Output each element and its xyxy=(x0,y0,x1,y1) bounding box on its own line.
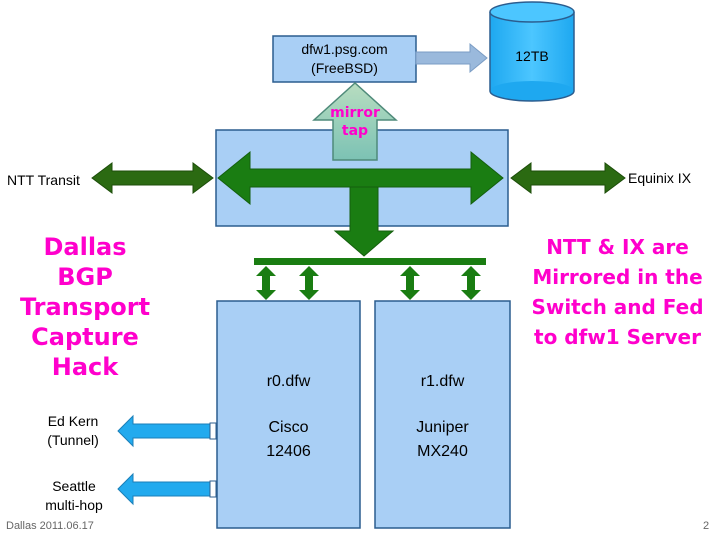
router-r1-label: r1.dfw Juniper MX240 xyxy=(375,370,510,464)
footer-date: Dallas 2011.06.17 xyxy=(6,520,94,532)
router-r1-name: r1.dfw xyxy=(420,373,465,390)
router-r1-model: MX240 xyxy=(417,443,468,460)
note-line: NTT & IX are xyxy=(546,235,689,259)
ed-kern-arrow xyxy=(117,414,211,448)
server-box xyxy=(272,35,417,83)
seattle-arrow xyxy=(117,472,211,506)
router-r0-vendor: Cisco xyxy=(268,419,309,436)
server-to-storage-arrow xyxy=(415,42,488,74)
ed-kern-type: (Tunnel) xyxy=(47,432,99,448)
storage-cylinder xyxy=(489,1,575,102)
seattle-type: multi-hop xyxy=(45,497,103,513)
bus-drop-arrow xyxy=(461,266,481,300)
mirror-tap-line1: mirror xyxy=(330,105,380,121)
ed-kern-label: Ed Kern (Tunnel) xyxy=(38,412,108,450)
ntt-transit-label: NTT Transit xyxy=(7,172,80,188)
title-line: Dallas xyxy=(43,233,127,261)
seattle-name: Seattle xyxy=(52,478,96,494)
ix-link-arrow xyxy=(510,162,626,194)
bus-drop-arrow xyxy=(299,266,319,300)
router-r0-name: r0.dfw xyxy=(266,373,311,390)
note-line: to dfw1 Server xyxy=(534,325,701,349)
title-line: Transport xyxy=(19,293,151,321)
router-r1-box xyxy=(374,300,511,529)
seattle-label: Seattle multi-hop xyxy=(38,477,110,515)
router-r0-box xyxy=(216,300,361,529)
ed-kern-connector xyxy=(209,422,217,440)
server-os: (FreeBSD) xyxy=(311,60,378,76)
mirror-note: NTT & IX are Mirrored in the Switch and … xyxy=(515,232,720,352)
server-label: dfw1.psg.com (FreeBSD) xyxy=(273,40,416,78)
title-line: Capture xyxy=(31,323,139,351)
mirror-tap-label: mirror tap xyxy=(325,104,385,140)
page-number: 2 xyxy=(703,520,710,532)
router-r1-vendor: Juniper xyxy=(416,419,469,436)
storage-label: 12TB xyxy=(515,48,549,64)
bus-drop-arrow xyxy=(400,266,420,300)
ed-kern-name: Ed Kern xyxy=(47,413,99,429)
note-line: Switch and Fed xyxy=(531,295,704,319)
router-r0-label: r0.dfw Cisco 12406 xyxy=(217,370,360,464)
server-hostname: dfw1.psg.com xyxy=(301,41,388,57)
mirror-tap-line2: tap xyxy=(341,123,369,139)
mirror-tap-arrow xyxy=(312,81,398,161)
bus-drop-arrows xyxy=(256,266,481,300)
ntt-link-arrow xyxy=(91,162,214,194)
slide-title: Dallas BGP Transport Capture Hack xyxy=(5,232,165,382)
seattle-connector xyxy=(209,480,217,498)
router-bus xyxy=(254,258,486,265)
equinix-ix-label: Equinix IX xyxy=(628,170,692,186)
router-r0-model: 12406 xyxy=(266,443,311,460)
title-line: Hack xyxy=(51,353,119,381)
fabric-down-arrow xyxy=(333,186,395,257)
switch-fabric-arrow xyxy=(217,150,504,206)
bus-drop-arrow xyxy=(256,266,276,300)
title-line: BGP xyxy=(57,263,113,291)
note-line: Mirrored in the xyxy=(532,265,703,289)
